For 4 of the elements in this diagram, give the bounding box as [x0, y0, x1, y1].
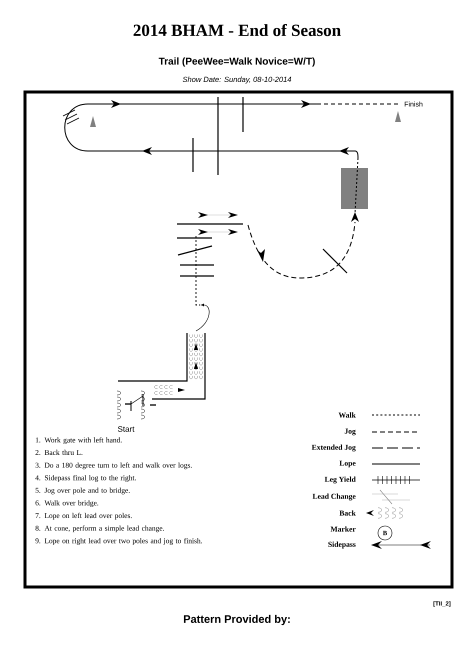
subtitle: Trail (PeeWee=Walk Novice=W/T) — [158, 57, 315, 67]
start-label: Start — [118, 426, 134, 432]
title: 2014 BHAM - End of Season — [134, 24, 341, 36]
credit-line: Pattern Provided by: — [184, 614, 290, 626]
